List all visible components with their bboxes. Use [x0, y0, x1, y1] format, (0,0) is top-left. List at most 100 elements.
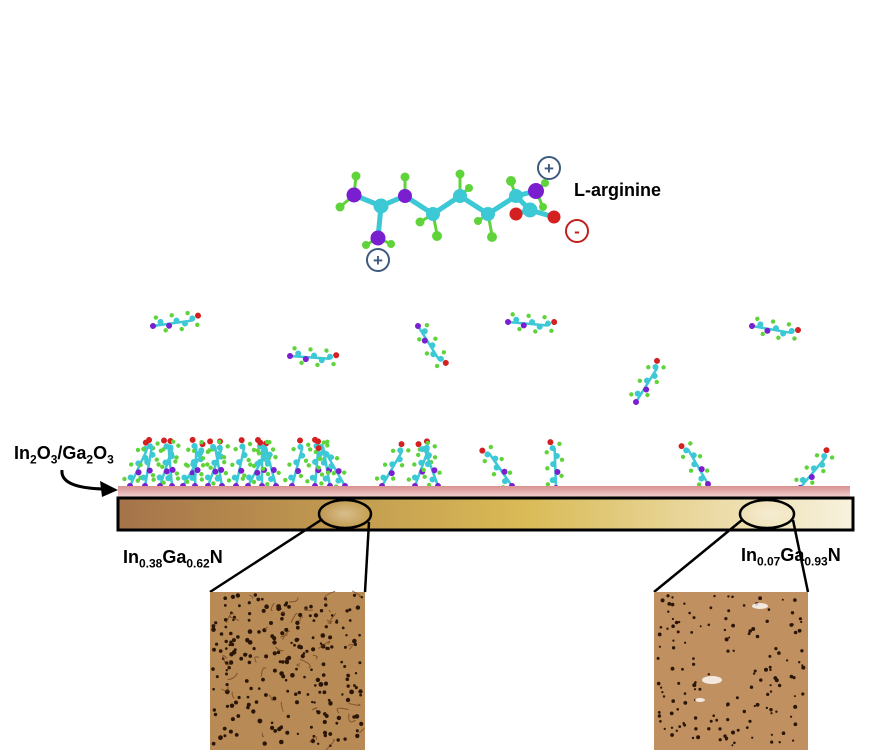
afm-pit — [731, 623, 735, 628]
afm-pit — [801, 692, 805, 696]
afm-pit — [285, 730, 290, 735]
afm-pit — [728, 636, 731, 639]
afm-pit — [751, 736, 754, 739]
afm-pit — [676, 630, 680, 634]
afm-pit — [658, 645, 662, 648]
afm-pit — [691, 736, 695, 740]
afm-pit — [792, 676, 796, 680]
afm-pit — [313, 701, 316, 704]
afm-pit — [314, 684, 317, 687]
afm-pit — [246, 695, 250, 699]
afm-pit — [251, 709, 256, 714]
afm-pit — [253, 593, 257, 597]
afm-pit — [270, 721, 274, 725]
molecule-label: L-arginine — [574, 180, 662, 200]
afm-pit — [766, 692, 770, 697]
afm-pit — [215, 675, 219, 679]
afm-pit — [262, 741, 267, 746]
afm-pit — [335, 620, 339, 624]
afm-pit — [218, 649, 223, 653]
afm-pit — [768, 665, 772, 669]
afm-pit — [669, 711, 674, 716]
afm-pit — [769, 668, 772, 672]
afm-pit — [336, 715, 342, 721]
afm-pit — [790, 715, 793, 718]
afm-pit — [724, 637, 729, 642]
afm-texture-line — [261, 732, 265, 738]
afm-pit — [747, 632, 751, 636]
afm-pit — [753, 704, 756, 708]
afm-pit — [300, 654, 305, 659]
afm-pit — [245, 653, 248, 656]
afm-pit — [244, 679, 249, 683]
afm-pit — [252, 647, 256, 651]
afm-pit — [727, 609, 731, 613]
afm-pit — [671, 646, 676, 650]
afm-pit — [770, 740, 774, 744]
afm-pit — [236, 714, 241, 718]
afm-pit — [286, 689, 290, 693]
afm-texture-line — [268, 694, 273, 702]
afm-texture-line — [326, 619, 332, 624]
afm-pit — [778, 741, 781, 744]
afm-pit — [693, 716, 698, 720]
afm-pit — [345, 697, 351, 703]
afm-pit — [793, 598, 797, 602]
afm-texture-line — [296, 663, 301, 667]
afm-pit — [656, 681, 661, 686]
afm-pit — [296, 732, 300, 736]
afm-pit — [287, 605, 291, 609]
afm-pit — [671, 699, 675, 703]
afm-pit — [237, 695, 241, 700]
afm-pit — [264, 654, 269, 659]
afm-pit — [312, 619, 316, 622]
afm-texture-line — [290, 612, 298, 624]
afm-pit — [765, 706, 769, 710]
molecule-icon — [624, 353, 672, 411]
afm-pit — [755, 702, 760, 707]
afm-pit — [211, 624, 216, 628]
afm-pit — [352, 638, 357, 644]
afm-pit — [661, 691, 664, 694]
afm-pit — [295, 625, 300, 630]
positive-charge-icon: + — [366, 248, 390, 272]
afm-pit — [731, 730, 735, 735]
afm-pit — [230, 594, 235, 600]
afm-pit — [225, 683, 229, 687]
afm-pit — [360, 596, 363, 599]
afm-pit — [657, 711, 661, 714]
afm-pit — [358, 689, 363, 694]
afm-pit — [692, 683, 697, 688]
afm-texture-line — [299, 616, 304, 621]
afm-pit — [298, 612, 303, 618]
afm-texture-line — [312, 654, 318, 660]
afm-texture-line — [222, 655, 228, 665]
ingan-substrate-bar — [116, 496, 855, 532]
afm-texture-line — [311, 707, 318, 711]
afm-pit — [793, 704, 798, 709]
afm-pit — [770, 733, 774, 736]
afm-pit — [670, 733, 674, 737]
afm-pit — [256, 597, 261, 602]
afm-pit — [311, 636, 315, 640]
afm-pit — [322, 719, 327, 725]
afm-pit — [317, 742, 320, 745]
afm-pit — [315, 677, 321, 683]
afm-pit — [801, 664, 804, 667]
afm-pit — [733, 741, 736, 745]
afm-pit — [246, 702, 251, 707]
afm-pit — [336, 738, 340, 742]
afm-pit — [666, 594, 670, 598]
afm-pit — [767, 608, 771, 611]
afm-pit — [355, 729, 359, 733]
afm-pit — [321, 662, 326, 667]
afm-pit — [225, 647, 228, 650]
afm-pit — [355, 605, 361, 610]
afm-pit — [777, 651, 781, 655]
afm-pit — [759, 678, 763, 682]
afm-pit — [770, 712, 773, 715]
afm-pit — [324, 603, 328, 607]
afm-pit — [800, 620, 803, 624]
afm-pit — [273, 729, 278, 733]
